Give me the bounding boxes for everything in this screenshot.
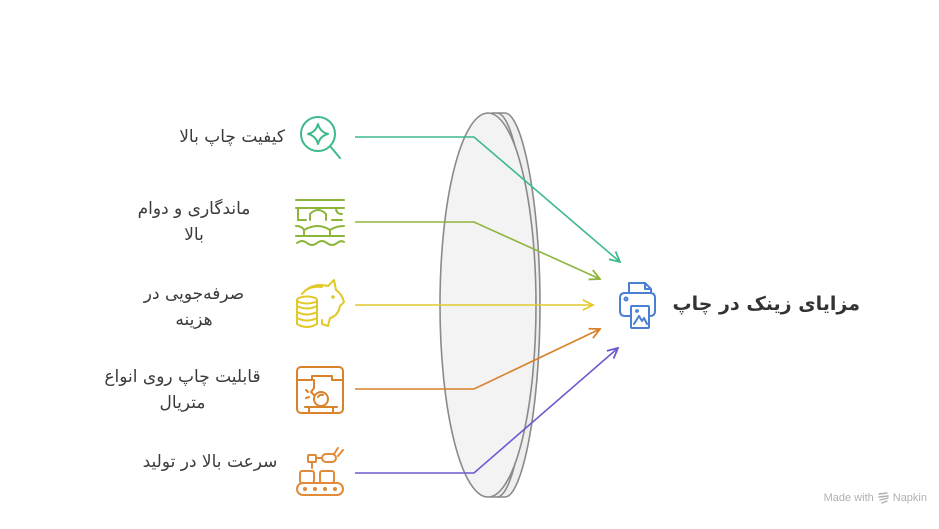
diagram-title: مزایای زینک در چاپ — [672, 293, 860, 315]
label-cost: صرفه‌جویی در هزینه — [143, 284, 245, 330]
piggy-bank-coins-icon — [296, 279, 345, 328]
label-speed: سرعت بالا در تولید — [142, 452, 278, 472]
watermark-brand: Napkin — [892, 492, 927, 504]
label-quality: کیفیت چاپ بالا — [179, 127, 285, 147]
connector-lines — [355, 136, 620, 474]
arrow-durability — [355, 221, 600, 279]
conveyor-robot-arm-icon — [296, 447, 344, 496]
label-durability: ماندگاری و دوام بالا — [137, 199, 251, 245]
napkin-logo-icon — [878, 492, 889, 504]
napkin-watermark[interactable]: Made with Napkin — [824, 492, 927, 504]
arrow-materials — [355, 329, 600, 390]
printer-image-icon — [619, 282, 656, 329]
label-materials: قابلیت چاپ روی انواع متریال — [104, 367, 261, 413]
watermark-prefix: Made with — [823, 492, 874, 504]
bridge-water-icon — [295, 199, 345, 246]
3d-printer-icon — [296, 366, 344, 414]
magnifier-sparkle-icon — [300, 116, 341, 159]
arrow-quality — [355, 136, 620, 262]
arrow-speed — [355, 348, 618, 474]
